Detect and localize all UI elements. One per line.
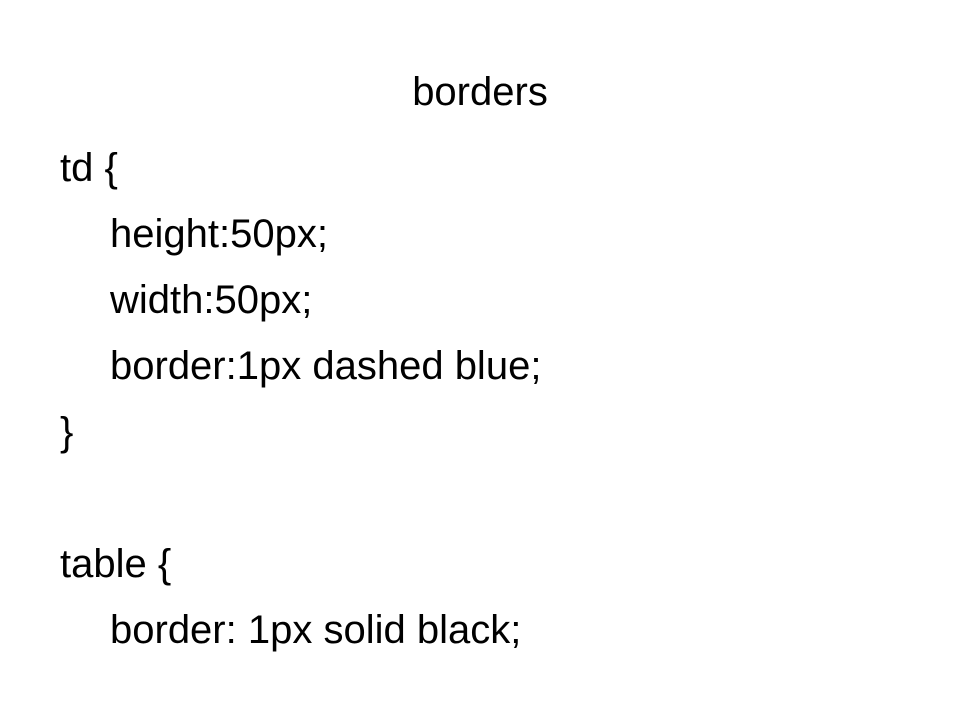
- code-line: }: [60, 410, 74, 454]
- code-line: td {: [60, 146, 118, 190]
- code-line: height:50px;: [110, 212, 328, 256]
- blank-line: [60, 472, 920, 538]
- code-line: table {: [60, 542, 172, 586]
- code-block: td { height:50px; width:50px; border:1px…: [60, 142, 920, 670]
- code-line: border: 1px solid black;: [110, 608, 522, 652]
- code-line: width:50px;: [110, 278, 313, 322]
- slide-title: borders: [412, 70, 548, 114]
- code-line: border:1px dashed blue;: [110, 344, 542, 388]
